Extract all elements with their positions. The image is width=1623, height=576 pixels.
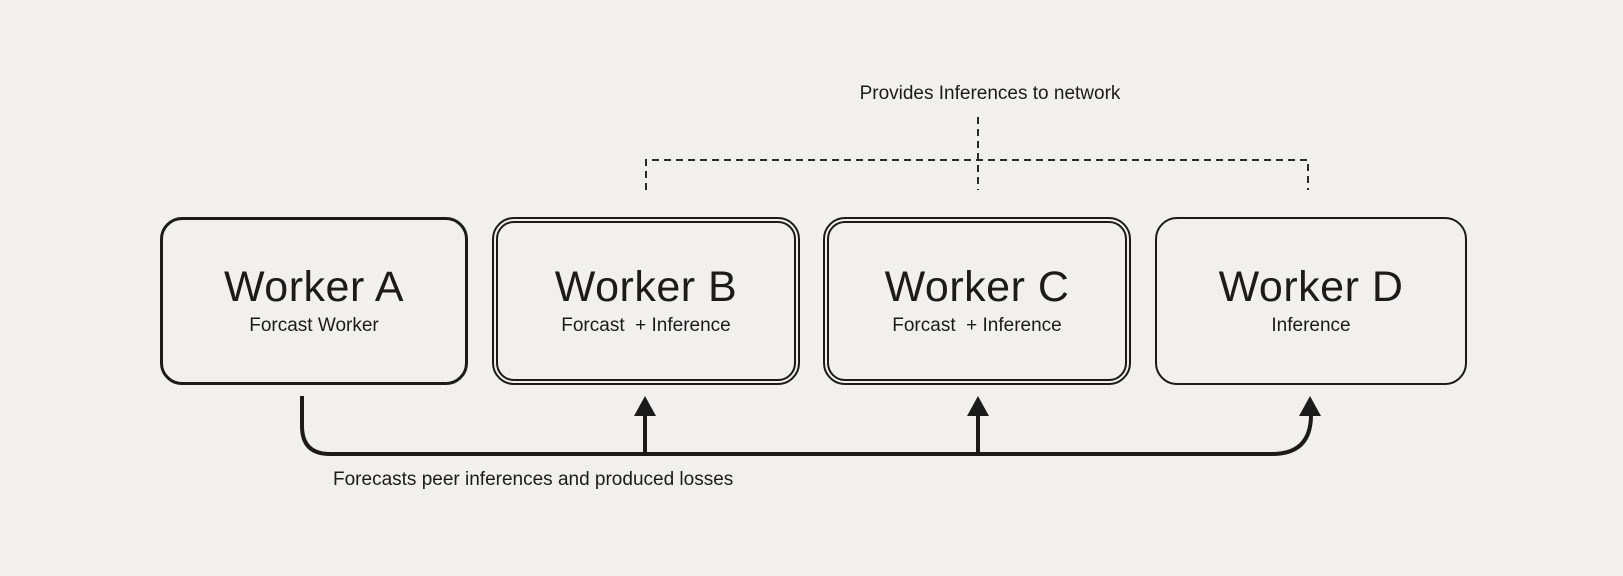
arrowhead-worker-b-icon: [634, 396, 656, 416]
worker-a-node: Worker A Forcast Worker: [160, 217, 468, 385]
worker-a-title: Worker A: [223, 262, 405, 311]
worker-c-subtitle: Forcast + Inference: [892, 315, 1062, 337]
worker-b-node: Worker B Forcast + Inference: [492, 217, 800, 385]
worker-b-subtitle: Forcast + Inference: [561, 315, 731, 337]
provides-inferences-label: Provides Inferences to network: [859, 83, 1121, 104]
worker-a-subtitle: Forcast Worker: [249, 315, 379, 337]
worker-d-subtitle: Inference: [1271, 315, 1351, 337]
worker-b-title: Worker B: [554, 262, 738, 311]
inference-bracket-dashed-line: [645, 159, 1309, 190]
worker-c-title: Worker C: [884, 262, 1070, 311]
worker-d-node: Worker D Inference: [1155, 217, 1467, 385]
arrowhead-worker-c-icon: [967, 396, 989, 416]
worker-d-title: Worker D: [1218, 262, 1404, 311]
forecast-path-line: [300, 396, 1313, 456]
worker-c-node: Worker C Forcast + Inference: [823, 217, 1131, 385]
arrowhead-worker-d-icon: [1299, 396, 1321, 416]
forecasts-peer-inferences-label: Forecasts peer inferences and produced l…: [333, 469, 734, 490]
